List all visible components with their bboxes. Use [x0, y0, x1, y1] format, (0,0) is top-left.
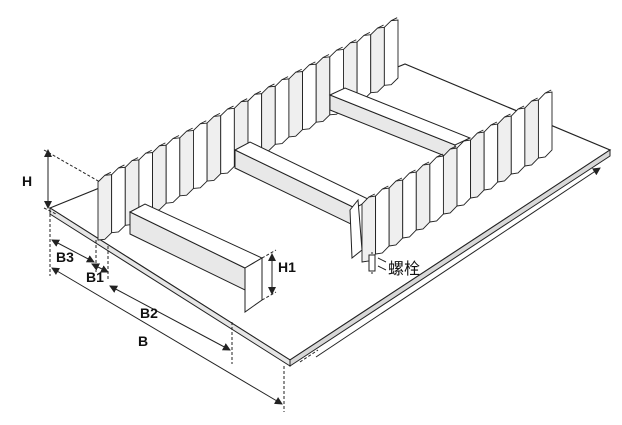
back-wall-pleat-edge: [363, 32, 371, 36]
front-wall-pleat-edge: [368, 193, 375, 198]
back-wall-pleat-edge: [227, 105, 234, 110]
back-wall-pleat-edge: [159, 142, 166, 147]
label-b: B: [138, 333, 148, 349]
front-wall-pleat-edge: [422, 161, 430, 166]
back-wall-pleat: [97, 174, 113, 241]
back-wall-pleat-edge: [295, 68, 302, 73]
front-wall-pleat-edge: [490, 121, 498, 126]
front-wall-pleat: [537, 91, 553, 159]
back-wall-pleat-edge: [268, 83, 275, 88]
front-wall-pleat-edge: [545, 89, 552, 94]
back-wall-pleat-edge: [200, 120, 207, 125]
label-bolt: 螺栓: [388, 259, 420, 278]
front-wall-pleat: [497, 115, 512, 183]
front-wall-pleat: [415, 163, 431, 231]
front-wall-pleat-edge: [477, 129, 484, 134]
back-wall-pleat-edge: [213, 113, 221, 117]
back-wall-pleat-edge: [350, 39, 357, 44]
front-wall-pleat: [388, 179, 404, 247]
front-wall-pleat-edge: [409, 169, 416, 174]
front-wall-pleat: [375, 187, 390, 255]
back-wall-pleat: [302, 63, 317, 131]
label-b2: B2: [140, 305, 158, 321]
back-wall-pleat-edge: [322, 54, 330, 58]
back-wall-pleat-edge: [118, 164, 125, 169]
front-wall-pleat-edge: [504, 113, 511, 118]
back-wall-pleat-edge: [336, 46, 343, 51]
back-wall-pleat: [220, 107, 235, 175]
back-wall-pleat: [288, 71, 303, 138]
front-wall-pleat-edge: [517, 105, 525, 110]
back-wall-pleat: [315, 56, 331, 123]
sidewall-front: [361, 89, 553, 263]
back-wall-pleat-edge: [254, 90, 262, 95]
back-wall-pleat: [165, 137, 181, 204]
back-wall-pleat: [206, 115, 222, 182]
front-wall-pleat-edge: [436, 153, 443, 158]
front-wall-pleat: [470, 131, 485, 199]
front-wall-pleat: [524, 99, 539, 167]
dimension-labels: H B3 B1 H1 B2 B 螺栓: [22, 173, 420, 349]
back-wall-pleat: [152, 144, 167, 212]
cleat-middle: [233, 141, 372, 260]
front-wall-pleat: [429, 155, 444, 223]
back-wall-pleat: [193, 122, 208, 189]
label-h1: H1: [278, 259, 296, 275]
back-wall-pleat: [261, 85, 276, 153]
back-wall-pleat-edge: [309, 61, 316, 66]
back-wall-pleat: [356, 34, 372, 101]
back-wall-pleat: [274, 78, 290, 145]
front-wall-pleat: [442, 147, 458, 215]
back-wall-pleat-edge: [281, 76, 289, 80]
back-wall-pleat: [179, 129, 194, 197]
front-wall-pleat-edge: [395, 177, 403, 182]
back-wall-pleat-edge: [390, 17, 398, 22]
front-wall-pleat: [483, 123, 499, 191]
front-wall-pleat: [456, 139, 472, 207]
label-h: H: [22, 173, 32, 189]
dimensions: [43, 149, 601, 412]
front-wall-pleat-edge: [531, 97, 538, 102]
label-b3: B3: [56, 249, 74, 265]
back-wall-pleat: [383, 19, 399, 86]
back-wall-pleat-edge: [131, 157, 139, 161]
back-wall-pleat-edge: [172, 135, 180, 139]
back-wall-pleat-edge: [145, 149, 152, 154]
back-wall-pleat: [370, 26, 385, 94]
back-wall-pleat-edge: [377, 24, 384, 29]
bolt-marker: [368, 252, 387, 274]
front-wall-pleat-edge: [463, 137, 470, 142]
back-wall-pleat-edge: [186, 127, 193, 132]
front-wall-pleat: [510, 107, 526, 175]
front-wall-pleat-edge: [450, 145, 457, 150]
front-wall-pleat: [361, 195, 377, 263]
label-b1: B1: [86, 269, 104, 285]
front-wall-pleat-edge: [382, 185, 389, 190]
back-wall-pleat: [111, 166, 126, 234]
front-wall-pleat: [402, 171, 417, 239]
back-wall-pleat-edge: [104, 171, 112, 176]
sidewall-back: [97, 17, 399, 241]
back-wall-pleat-edge: [240, 98, 248, 103]
